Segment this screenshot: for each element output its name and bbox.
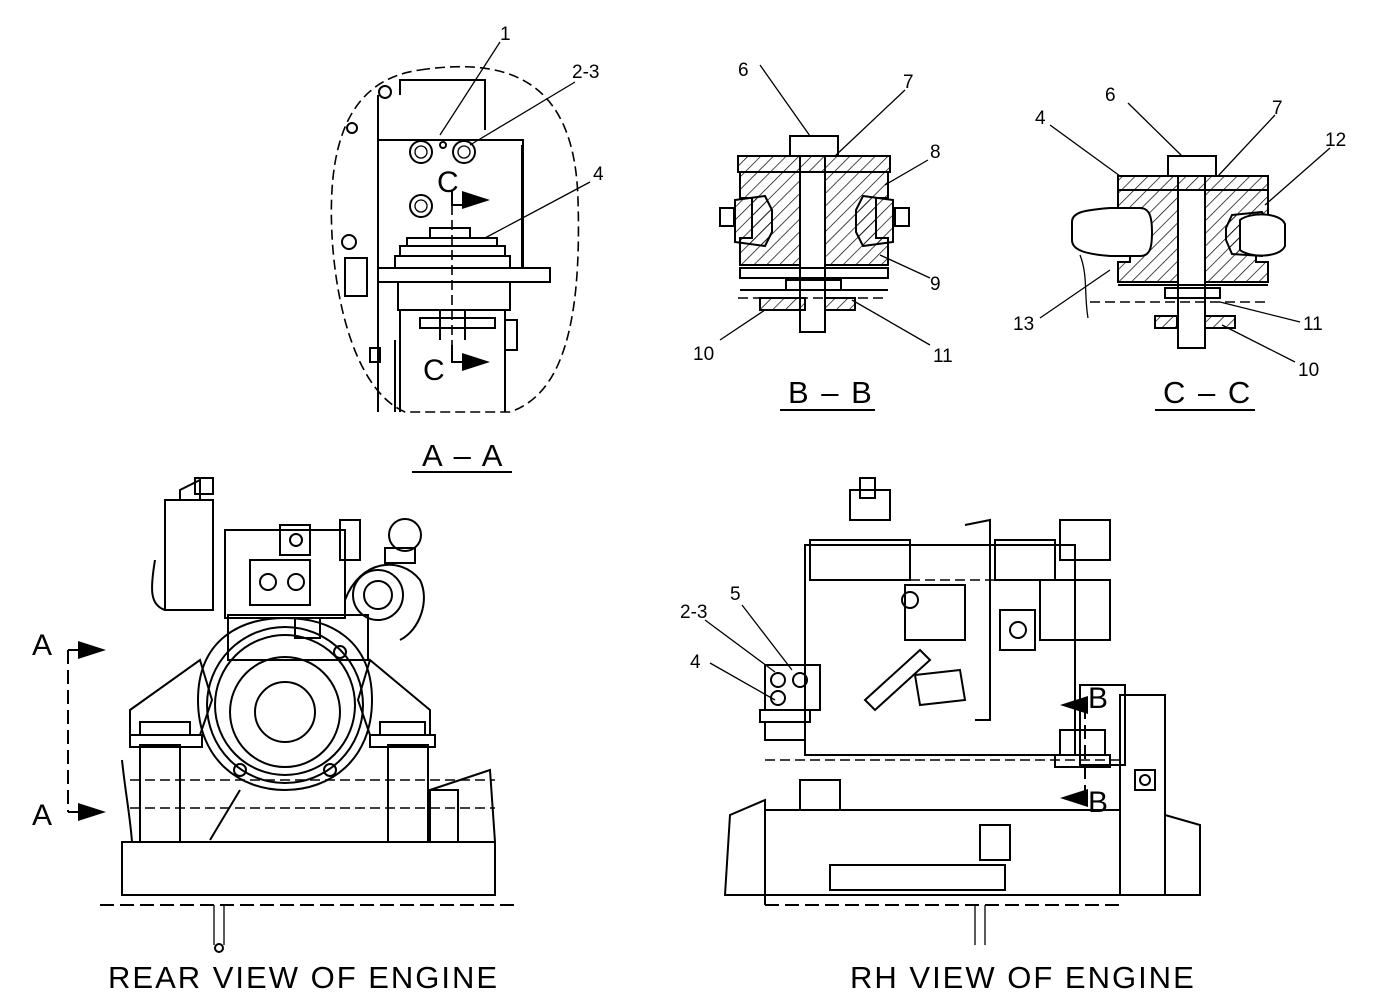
section-bb-detail: 6 7 8 9 10 11 B – B: [693, 60, 953, 411]
rear-view-title: REAR VIEW OF ENGINE: [108, 960, 499, 995]
callout-bb-11: 11: [933, 346, 953, 367]
callout-bb-6: 6: [738, 60, 749, 81]
rh-view-engine: 2-3 5 4 B B RH VIEW OF ENGINE: [680, 477, 1201, 995]
callout-aa-1: 1: [500, 24, 511, 45]
callout-rh-4: 4: [690, 652, 701, 673]
rear-view-engine: A A REAR VIEW OF ENGINE: [32, 477, 515, 995]
section-cc-detail: 4 6 7 12 13 11 10 C – C: [1013, 85, 1346, 411]
callout-bb-9: 9: [930, 274, 941, 295]
section-c-marker-top: C: [437, 166, 459, 199]
callout-aa-2-3: 2-3: [572, 62, 599, 83]
section-aa-title: A – A: [422, 438, 504, 473]
callout-bb-10: 10: [693, 344, 714, 365]
callout-cc-13: 13: [1013, 314, 1034, 335]
callout-cc-11: 11: [1303, 314, 1323, 335]
section-a-marker-bottom: A: [32, 799, 52, 832]
section-c-marker-bottom: C: [423, 354, 445, 387]
callout-cc-4: 4: [1035, 108, 1046, 129]
callout-bb-8: 8: [930, 142, 941, 163]
section-b-marker-top: B: [1088, 682, 1108, 715]
callout-rh-5: 5: [730, 584, 741, 605]
callout-aa-4: 4: [593, 164, 604, 185]
section-aa-detail: C C 1 2-3 4 A – A: [330, 24, 604, 473]
rh-view-title: RH VIEW OF ENGINE: [850, 960, 1196, 995]
section-b-marker-bottom: B: [1088, 786, 1108, 819]
section-a-marker-top: A: [32, 629, 52, 662]
callout-rh-2-3: 2-3: [680, 602, 707, 623]
callout-bb-7: 7: [903, 72, 914, 93]
callout-cc-12: 12: [1325, 130, 1346, 151]
callout-cc-7: 7: [1272, 98, 1283, 119]
section-cc-title: C – C: [1163, 375, 1252, 410]
section-bb-title: B – B: [788, 375, 874, 410]
callout-cc-6: 6: [1105, 85, 1116, 106]
callout-cc-10: 10: [1298, 360, 1319, 381]
